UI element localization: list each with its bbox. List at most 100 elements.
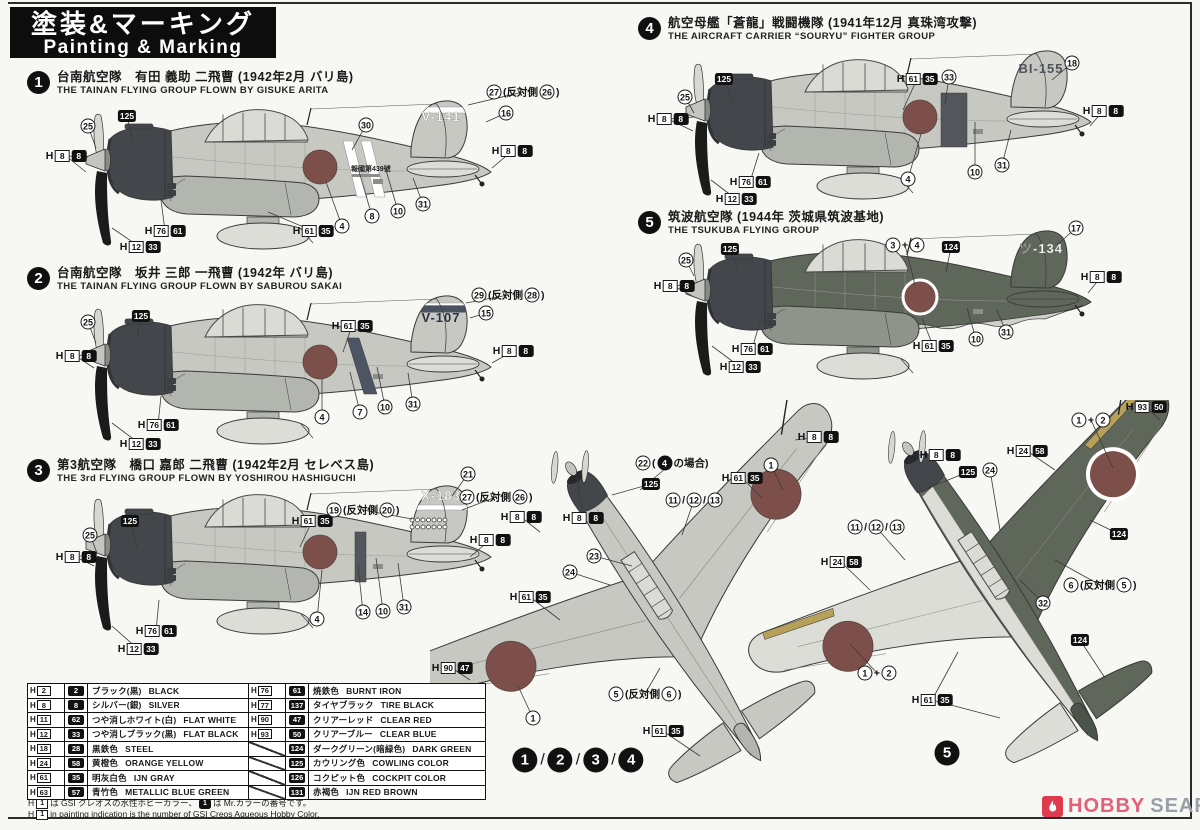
part-number-disc: 26 (539, 84, 555, 100)
scheme-number-disc: 5 (638, 211, 661, 234)
mr-color-code-cell: 33 (65, 727, 88, 741)
part-number-disc: 28 (524, 287, 540, 303)
scheme-header-5: 5 筑波航空隊 (1944年 茨城県筑波基地)THE TSUKUBA FLYING… (638, 210, 884, 236)
scheme-title-en: THE TSUKUBA FLYING GROUP (668, 225, 820, 236)
tail-code: X-183 (421, 488, 461, 503)
scheme-title-jp: 台南航空隊 有田 義助 二飛曹 (1942年2月 バリ島) (57, 70, 354, 84)
scheme-titles: 台南航空隊 坂井 三郎 一飛曹 (1942年 バリ島)THE TAINAN FL… (57, 266, 342, 292)
color-name-cell: シルバー(銀)SILVER (92, 700, 180, 711)
scheme-title-jp: 筑波航空隊 (1944年 茨城県筑波基地) (668, 210, 885, 224)
scheme-number-disc: 3 (27, 459, 50, 482)
mr-color-code-cell: 124 (286, 742, 309, 756)
mr-color-code-cell: 62 (65, 713, 88, 727)
scheme-number-disc: 4 (638, 17, 661, 40)
color-name-cell: つや消しホワイト(白)FLAT WHITE (92, 714, 237, 725)
mr-color-code-cell: 61 (286, 684, 309, 698)
scheme-header-2: 2 台南航空隊 坂井 三郎 一飛曹 (1942年 バリ島)THE TAINAN F… (27, 266, 342, 292)
mr-color-code-cell: 58 (65, 756, 88, 770)
flame-icon (1042, 796, 1063, 817)
scheme-titles: 第3航空隊 橋口 嘉郎 二飛曹 (1942年2月 セレベス島)THE 3rd F… (57, 458, 374, 484)
callout-text: ) (556, 86, 560, 98)
callout-text: (反対側 (503, 86, 538, 99)
scheme-title-en: THE TAINAN FLYING GROUP FLOWN BY GISUKE … (57, 85, 329, 96)
scheme-header-3: 3 第3航空隊 橋口 嘉郎 二飛曹 (1942年2月 セレベス島)THE 3rd … (27, 458, 374, 484)
banner-title-jp: 塗装&マーキング (31, 9, 255, 39)
svg-text:報國第439號: 報國第439號 (351, 164, 391, 173)
aqueous-code-cell (249, 756, 286, 770)
scheme-title-en: THE 3rd FLYING GROUP FLOWN BY YOSHIROU H… (57, 473, 357, 484)
aqueous-code-cell (249, 742, 286, 756)
page-border-bottom (8, 817, 1192, 819)
side-view-scheme-5: ツ-134 (685, 230, 1092, 380)
tail-code: BI-155 (1018, 61, 1063, 76)
mr-color-code-cell: 125 (286, 756, 309, 770)
mr-color-code-cell: 47 (286, 713, 309, 727)
mr-color-box: 8 (1106, 271, 1122, 283)
mr-color-code-cell: 126 (286, 771, 309, 785)
mr-color-box: 8 (518, 345, 534, 357)
side-view-scheme-3: X-183 (85, 485, 492, 635)
tail-code: ツ-134 (1019, 241, 1063, 256)
mr-color-box: 8 (517, 145, 533, 157)
aqueous-code-cell (249, 771, 286, 785)
tail-code: V-107 (422, 310, 461, 325)
scheme-title-jp: 航空母艦「蒼龍」戦闘機隊 (1941年12月 真珠湾攻撃) (668, 16, 977, 30)
scheme-titles: 台南航空隊 有田 義助 二飛曹 (1942年2月 バリ島)THE TAINAN … (57, 70, 353, 96)
scheme-titles: 筑波航空隊 (1944年 茨城県筑波基地)THE TSUKUBA FLYING … (668, 210, 884, 236)
color-name-cell: ダークグリーン(暗緑色)DARK GREEN (313, 743, 472, 754)
paint-table-row: 124 ダークグリーン(暗緑色)DARK GREEN (248, 741, 485, 756)
side-view-scheme-2: V-107 (85, 295, 492, 445)
hobby-search-logo: HOBBY SEARCH (1042, 795, 1200, 818)
tail-code: V-141 (422, 109, 461, 124)
callout-text: ) (541, 289, 545, 301)
top-view-drawings (430, 400, 1170, 784)
mr-color-code-cell: 137 (286, 698, 309, 712)
scheme-title-en: THE TAINAN FLYING GROUP FLOWN BY SABUROU… (57, 281, 343, 292)
scheme-title-jp: 台南航空隊 坂井 三郎 一飛曹 (1942年 バリ島) (57, 266, 334, 280)
color-name-cell: ブラック(黒)BLACK (92, 685, 180, 696)
mr-color-code-cell: 35 (65, 771, 88, 785)
scheme-number-disc: 2 (27, 267, 50, 290)
logo-text-hobby: HOBBY (1068, 795, 1146, 817)
mr-color-code-cell: 2 (65, 684, 88, 698)
callout-text: H (45, 150, 54, 162)
page-border-top (8, 2, 1192, 4)
